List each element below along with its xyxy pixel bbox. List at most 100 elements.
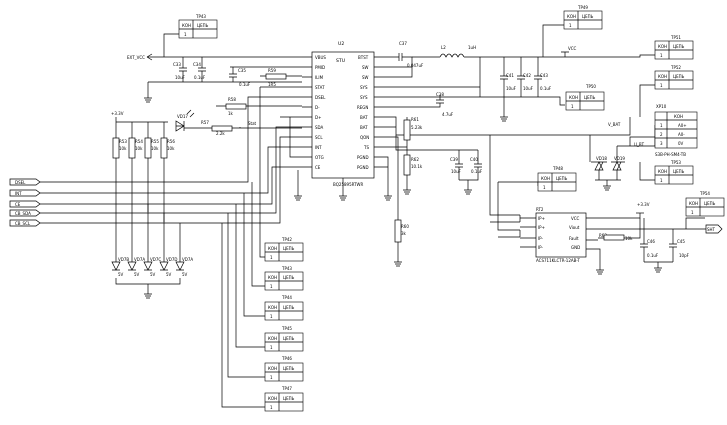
tvs-2-val: 5V xyxy=(134,272,140,277)
ic-pin-right-9: QON xyxy=(360,135,369,140)
tvs-2-ref: VD7A xyxy=(134,257,145,262)
tvs-5-ref: VD7A xyxy=(182,257,193,262)
tp47[interactable]: TP47 КОН ЦЕПЬ 1 xyxy=(221,223,304,412)
c33-val: 10uF xyxy=(175,75,186,80)
rt2-ref: RT2 xyxy=(536,207,544,212)
tp43b[interactable]: TP43 КОН ЦЕПЬ 1 xyxy=(251,182,304,291)
tp42-hdr2: ЦЕПЬ xyxy=(283,246,295,251)
tp48[interactable]: TP48 КОН ЦЕПЬ 1 xyxy=(537,166,577,192)
r62-ref: R62 xyxy=(411,157,419,162)
tp-top-left-ref: TP43 xyxy=(195,14,206,19)
port-dsel-label: DSEL xyxy=(15,180,26,185)
ic-pin-left-10: INT xyxy=(315,145,322,150)
tp52-num: 1 xyxy=(660,83,663,88)
pullup-1-val: 10k xyxy=(119,146,127,151)
tp45[interactable]: TP45 КОН ЦЕПЬ 1 xyxy=(235,204,304,352)
tp44-hdr: КОН xyxy=(268,305,277,310)
tp43b-num: 1 xyxy=(270,284,273,289)
c46-ref: C46 xyxy=(647,239,655,244)
port-int[interactable]: INT xyxy=(9,189,41,197)
tp43b-ref: TP43 xyxy=(281,266,292,271)
port-cb-scl[interactable]: CB_SCL xyxy=(9,219,41,227)
tp53[interactable]: TP53 КОН ЦЕПЬ 1 xyxy=(639,160,694,185)
c46-val: 0.1uF xyxy=(647,253,659,258)
tp-top-left-hdr: КОН xyxy=(182,23,191,28)
port-int-label: INT xyxy=(15,191,22,196)
pullup-1-ref: R53 xyxy=(119,139,127,144)
c42-ref: C42 xyxy=(523,73,531,78)
tvs-4-val: 5V xyxy=(166,272,172,277)
c38-ref: C38 xyxy=(436,92,444,97)
tp49-hdr: КОН xyxy=(567,14,576,19)
port-sht[interactable]: SHT xyxy=(705,224,723,234)
r59-val: 1R5 xyxy=(268,82,276,87)
net-v33-b: +3.3V xyxy=(637,202,650,207)
r61-ref: R61 xyxy=(411,117,419,122)
tvs-array: VD7B 5V VD7A 5V VD7C 5V VD7D 5V VD7A 5V xyxy=(111,182,193,299)
c35-ref: C35 xyxy=(238,68,246,73)
tp52[interactable]: TP52 КОН ЦЕПЬ 1 xyxy=(639,65,694,117)
r60-ref: R60 xyxy=(401,224,409,229)
vd17-ref: VD17 xyxy=(177,114,188,119)
tp-top-left-num: 1 xyxy=(184,32,187,37)
r62-val: 10.1k xyxy=(411,164,423,169)
port-ce[interactable]: CE xyxy=(9,200,41,208)
c45-val: 10pF xyxy=(679,253,690,258)
tp44-ref: TP44 xyxy=(281,295,292,300)
tp-top-left[interactable]: TP43 КОН ЦЕПЬ 1 xyxy=(163,14,218,57)
ic-pin-right-4: SYS xyxy=(360,85,368,90)
tp46[interactable]: TP46 КОН ЦЕПЬ 1 xyxy=(227,213,304,382)
r63-ref: R63 xyxy=(599,233,607,238)
tp45-hdr2: ЦЕПЬ xyxy=(283,336,295,341)
rt2-pin-r4: GND xyxy=(571,245,580,250)
tp51[interactable]: TP51 КОН ЦЕПЬ 1 xyxy=(565,35,694,60)
port-dsel[interactable]: DSEL xyxy=(9,178,41,186)
c39-val: 10uF xyxy=(451,169,462,174)
tp47-hdr: КОН xyxy=(268,396,277,401)
c37-ref: C37 xyxy=(399,41,407,46)
ic-pin-right-1: BTST xyxy=(358,55,369,60)
tp45-num: 1 xyxy=(270,345,273,350)
tp42-hdr: КОН xyxy=(268,246,277,251)
ic-pin-right-3: SW xyxy=(362,75,369,80)
tp54-ref: TP54 xyxy=(699,191,710,196)
tp50[interactable]: TP50 КОН ЦЕПЬ 1 xyxy=(565,84,605,111)
port-cb-sda[interactable]: CB_SDA xyxy=(9,209,41,217)
c42-val: 10uF xyxy=(523,86,534,91)
ic-pin-right-10: TS xyxy=(363,145,369,150)
tp54[interactable]: TP54 КОН ЦЕПЬ 1 xyxy=(685,191,725,217)
rt2-pin-l2: IP+ xyxy=(538,225,545,230)
tp43b-hdr: КОН xyxy=(268,275,277,280)
tp49-num: 1 xyxy=(569,23,572,28)
tp49-ref: TP49 xyxy=(577,5,588,10)
tp51-hdr2: ЦЕПЬ xyxy=(673,44,685,49)
c34-val: 0.1uF xyxy=(194,75,206,80)
xp10-pin1-net: A0+ xyxy=(678,123,687,128)
battery-connector[interactable]: XP10 КОН 1 A0+ 2 A0- 3 0V S3B-PH-SM4-TB xyxy=(654,104,698,157)
xp10-pin1-num: 1 xyxy=(660,123,663,128)
tp44-num: 1 xyxy=(270,314,273,319)
pullup-4-val: 10k xyxy=(167,146,175,151)
tp43b-hdr2: ЦЕПЬ xyxy=(283,275,295,280)
port-ce-label: CE xyxy=(15,202,21,207)
net-vcc: VCC xyxy=(568,46,577,51)
net-stat: Stat xyxy=(248,121,257,126)
r63-val: 10k xyxy=(625,236,633,241)
pullup-resistor-2: R54 10k xyxy=(128,122,143,190)
tp42[interactable]: TP42 КОН ЦЕПЬ 1 xyxy=(259,87,304,262)
ic-pin-left-1: VBUS xyxy=(315,55,326,60)
rt2-pin-r2: Viout xyxy=(569,225,580,230)
ic-pin-left-3: ILIM xyxy=(315,75,324,80)
ic-pin-left-9: SCL xyxy=(315,135,323,140)
pullup-3-ref: R55 xyxy=(151,139,159,144)
tp44[interactable]: TP44 КОН ЦЕПЬ 1 xyxy=(243,193,304,321)
port-sht-label: SHT xyxy=(707,227,716,232)
tp49[interactable]: TP49 КОН ЦЕПЬ 1 xyxy=(542,5,603,30)
c45-ref: C45 xyxy=(677,239,685,244)
tp50-ref: TP50 xyxy=(585,84,596,89)
pullup-resistor-1: R53 10k xyxy=(112,122,127,182)
ic-pin-right-12: PGND xyxy=(357,165,369,170)
ic-pin-left-12: CE xyxy=(315,165,321,170)
xp10-pin2-num: 2 xyxy=(660,132,663,137)
